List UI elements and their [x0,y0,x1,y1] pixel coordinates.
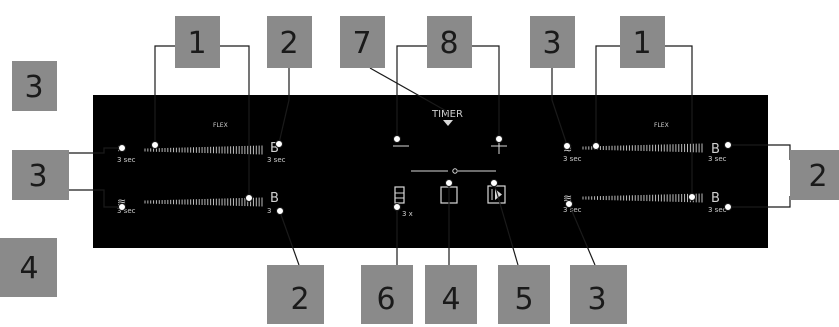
right-flex-label: FLEX [654,122,669,129]
heat-sec-label: 3 sec [563,206,582,214]
timer-down-arrow-icon[interactable] [443,120,453,126]
leader-line [493,182,519,266]
callout-box [530,16,575,68]
right-bottom-power-slider[interactable] [582,193,703,203]
callout-number: 3 [28,159,47,194]
key-lock-icon[interactable] [452,168,458,174]
callout-number: 4 [19,251,38,286]
leader-dot [563,142,571,150]
callout-box [790,150,839,200]
boost-sec-label: 3 sec [708,206,727,214]
callout-number: 1 [187,26,206,61]
callout-box [570,265,627,324]
heat-sec-label: 3 sec [563,155,582,163]
callout-box [0,238,57,297]
callout-number: 2 [808,159,827,194]
leader-line [664,45,693,197]
leader-lines [3,45,791,285]
callout-box [361,265,413,324]
leader-dot [495,135,503,143]
leader-dot [393,203,401,211]
callout-number: 6 [376,282,395,317]
right-top-power-slider[interactable] [582,143,703,153]
leader-dot [592,142,600,150]
leader-dot [724,141,732,149]
flex-zone-icon[interactable] [394,186,405,204]
leader-dot [565,200,573,208]
leader-dot [688,193,696,201]
leader-line [154,45,175,143]
heat-sec-label: 3 sec [117,207,136,215]
leader-dot [724,203,732,211]
heat-icon: ≋ [563,192,572,205]
flex-sec-label: 3 x [402,210,413,218]
leader-dot [151,141,159,149]
callout-number: 3 [24,70,43,105]
left-top-power-slider[interactable] [144,145,263,155]
callout-box [340,16,385,68]
leader-line [568,203,596,266]
leader-line [470,45,500,138]
leader-line [595,45,620,145]
leader-dot [276,207,284,215]
callout-number: 2 [290,282,309,317]
callout-box [12,61,57,111]
callout-box [620,16,665,68]
leader-dot [490,179,498,187]
boost-sec-label: 3 [267,207,271,215]
callout-number: 3 [542,26,561,61]
callout-box [498,265,550,324]
boost-label: B [270,141,279,156]
callout-number: 8 [439,26,458,61]
leader-dots [118,135,732,215]
boost-sec-label: 3 sec [708,155,727,163]
boost-label: B [270,191,279,206]
callout-box [267,16,312,68]
right-zone-bottom-row: ≋ 3 sec B 3 sec [563,191,727,214]
callout-number: 1 [632,26,651,61]
callout-box [425,265,477,324]
leader-dot [445,179,453,187]
leader-line [551,68,568,146]
timer-label: TIMER [431,109,463,120]
callout-box [267,265,324,324]
heat-icon: ≋ [117,196,126,209]
callout-box [175,16,220,68]
left-flex-label: FLEX [213,122,228,129]
leader-line [219,45,250,197]
boost-sec-label: 3 sec [267,156,286,164]
callout-number: 4 [441,282,460,317]
callout-number: 3 [587,282,606,317]
right-zone-top-row: ≋ 3 sec B 3 sec FLEX [563,122,727,163]
callout-number: 7 [352,26,371,61]
heat-sec-label: 3 sec [117,156,136,164]
leader-dot [393,135,401,143]
leader-line [369,67,449,113]
callout-box [427,16,472,68]
leader-dot [118,144,126,152]
boost-label: B [711,142,720,157]
callout-number: 2 [279,26,298,61]
leader-line [396,45,427,138]
leader-line [69,147,122,154]
leader-dot [275,140,283,148]
leader-line [69,189,122,208]
leader-line [278,68,290,144]
callout-number: 5 [514,282,533,317]
leader-dot [118,203,126,211]
boost-label: B [711,191,720,206]
leader-dot [245,194,253,202]
leader-line [279,211,300,266]
callout-box [12,150,69,200]
callouts: 1 2 7 8 3 1 3 3 4 2 2 6 4 5 3 [0,16,839,324]
